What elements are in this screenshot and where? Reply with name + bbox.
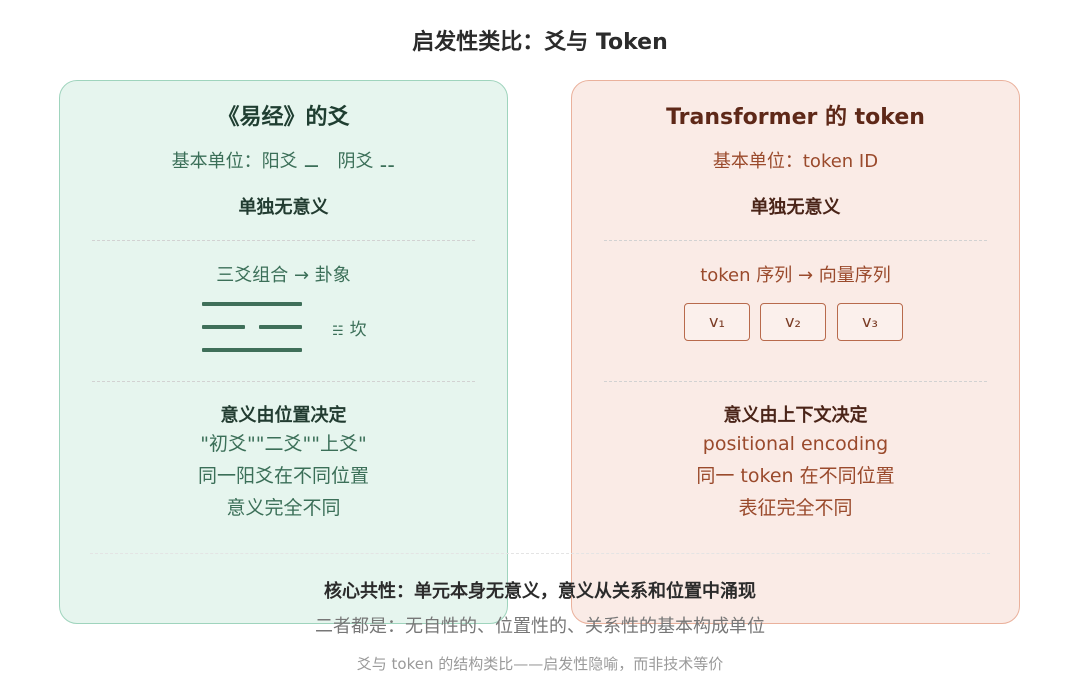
footer-note: 爻与 token 的结构类比——启发性隐喻，而非技术等价 (356, 655, 724, 673)
yijing-heading: 《易经》的爻 (217, 105, 350, 130)
transformer-divider-2 (604, 381, 987, 382)
trigram-line-middle-left (202, 325, 245, 329)
transformer-heading: Transformer 的 token (666, 105, 925, 130)
yijing-combo: 三爻组合 → 卦象 (216, 265, 351, 286)
kan-label: ☵坎 (332, 315, 367, 340)
yijing-line-2: 同一阳爻在不同位置 (197, 465, 369, 487)
transformer-divider-1 (604, 240, 987, 241)
kan-glyph-icon: ☵ (332, 324, 344, 339)
transformer-meaning-title: 意义由上下文决定 (723, 405, 868, 426)
transformer-no-meaning: 单独无意义 (750, 197, 841, 218)
yijing-divider-2 (92, 381, 475, 382)
core-subtitle: 二者都是：无自性的、位置性的、关系性的基本构成单位 (315, 616, 765, 637)
vector-box-3: v₃ (837, 303, 903, 341)
transformer-line-3: 表征完全不同 (738, 497, 853, 519)
trigram-line-bottom (202, 348, 302, 352)
yijing-panel: 《易经》的爻 基本单位：阳爻 ⚊ 阴爻 ⚋ 单独无意义 三爻组合 → 卦象 ☵坎… (59, 80, 508, 624)
trigram-line-top (202, 302, 302, 306)
yijing-line-1: "初爻""二爻""上爻" (200, 433, 367, 455)
vector-box-1: v₁ (684, 303, 750, 341)
yijing-line-3: 意义完全不同 (226, 497, 341, 519)
yijing-meaning-title: 意义由位置决定 (220, 405, 347, 426)
transformer-line-2: 同一 token 在不同位置 (696, 465, 895, 487)
trigram-line-middle-right (259, 325, 302, 329)
page-title: 启发性类比：爻与 Token (412, 30, 668, 55)
yijing-unit-label: 基本单位：阳爻 ⚊ 阴爻 ⚋ (171, 151, 396, 172)
bottom-divider (90, 553, 990, 554)
vector-box-2: v₂ (760, 303, 826, 341)
transformer-combo: token 序列 → 向量序列 (700, 265, 891, 286)
transformer-unit-label: 基本单位：token ID (712, 151, 879, 172)
yijing-no-meaning: 单独无意义 (238, 197, 329, 218)
kan-name: 坎 (349, 320, 367, 340)
transformer-line-1: positional encoding (702, 433, 889, 455)
yijing-divider-1 (92, 240, 475, 241)
transformer-panel: Transformer 的 token 基本单位：token ID 单独无意义 … (571, 80, 1020, 624)
core-commonality: 核心共性：单元本身无意义，意义从关系和位置中涌现 (324, 581, 756, 602)
